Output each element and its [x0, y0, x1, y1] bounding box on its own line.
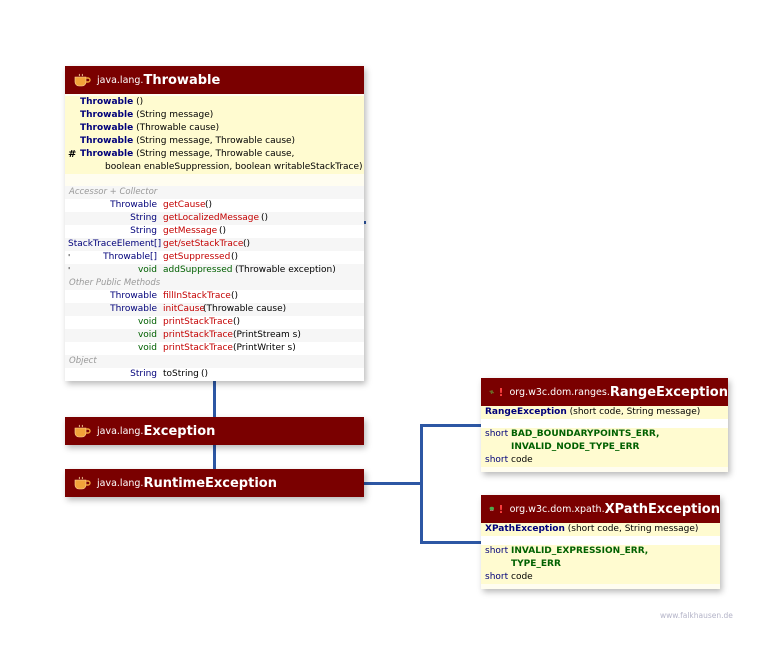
- range-exception-header: ! org.w3c.dom.ranges.RangeException: [481, 378, 728, 406]
- svg-text:xml: xml: [490, 510, 494, 512]
- section-object: Object: [65, 355, 364, 368]
- xpath-exception-header: xml ! org.w3c.dom.xpath.XPathException: [481, 495, 720, 523]
- connector-exception-runtime: [213, 445, 216, 469]
- connector-to-xpath: [420, 541, 482, 544]
- constant-row[interactable]: short INVALID_EXPRESSION_ERR,: [481, 545, 720, 558]
- method-row[interactable]: StackTraceElement[]get/setStackTrace(): [65, 238, 364, 251]
- runtime-exception-class-name[interactable]: RuntimeException: [143, 475, 277, 491]
- constant-row[interactable]: TYPE_ERR: [481, 558, 720, 571]
- constructor-row[interactable]: Throwable (Throwable cause): [65, 122, 364, 135]
- field-row[interactable]: short code: [481, 454, 728, 467]
- status-exclamation-icon: !: [498, 502, 504, 516]
- constructor-row[interactable]: XPathException (short code, String messa…: [481, 523, 720, 536]
- exception-package: java.lang.: [97, 425, 144, 437]
- java-cup-icon: [74, 73, 91, 87]
- range-exception-class-name[interactable]: RangeException: [609, 384, 728, 400]
- connector-vertical-bus: [420, 424, 423, 544]
- java-cup-icon: [74, 476, 91, 490]
- exception-class-name[interactable]: Exception: [143, 423, 216, 439]
- exception-class-box: java.lang.Exception: [65, 417, 364, 445]
- throwable-package: java.lang.: [97, 74, 144, 86]
- xpath-exception-class-name[interactable]: XPathException: [604, 501, 720, 517]
- constructor-row[interactable]: Throwable (String message): [65, 109, 364, 122]
- connector-runtime-stem: [364, 482, 422, 485]
- runtime-exception-class-box: java.lang.RuntimeException: [65, 469, 364, 497]
- runtime-exception-package: java.lang.: [97, 477, 144, 489]
- range-exception-class-box: ! org.w3c.dom.ranges.RangeException Rang…: [481, 378, 728, 472]
- range-exception-package: org.w3c.dom.ranges.: [509, 386, 610, 398]
- exception-header: java.lang.Exception: [65, 417, 364, 445]
- field-row[interactable]: short code: [481, 571, 720, 584]
- connector-side-tick: [363, 221, 366, 224]
- status-exclamation-icon: !: [498, 385, 504, 399]
- watermark-text: www.falkhausen.de: [660, 611, 733, 620]
- throwable-class-box: java.lang.Throwable Throwable () Throwab…: [65, 66, 364, 381]
- constant-row[interactable]: INVALID_NODE_TYPE_ERR: [481, 441, 728, 454]
- swap-arrows-icon: [489, 390, 494, 394]
- xpath-exception-class-box: xml ! org.w3c.dom.xpath.XPathException X…: [481, 495, 720, 589]
- section-accessor-collector: Accessor + Collector: [65, 186, 364, 199]
- throwable-constructors: Throwable () Throwable (String message) …: [65, 94, 364, 176]
- constructor-row-protected[interactable]: #Throwable (String message, Throwable ca…: [65, 148, 364, 161]
- connector-throwable-exception: [213, 381, 216, 417]
- method-row[interactable]: 'Throwable[]getSuppressed(): [65, 251, 364, 264]
- constant-row[interactable]: short BAD_BOUNDARYPOINTS_ERR,: [481, 428, 728, 441]
- java-cup-icon: [74, 424, 91, 438]
- constructor-row[interactable]: RangeException (short code, String messa…: [481, 406, 728, 419]
- connector-to-range: [420, 424, 482, 427]
- runtime-exception-header: java.lang.RuntimeException: [65, 469, 364, 497]
- constructor-row[interactable]: Throwable (): [65, 96, 364, 109]
- constructor-row[interactable]: Throwable (String message, Throwable cau…: [65, 135, 364, 148]
- throwable-header: java.lang.Throwable: [65, 66, 364, 94]
- xpath-exception-package: org.w3c.dom.xpath.: [509, 503, 605, 515]
- constructor-continuation: boolean enableSuppression, boolean writa…: [65, 161, 364, 174]
- section-other-public-methods: Other Public Methods: [65, 277, 364, 290]
- throwable-class-name[interactable]: Throwable: [143, 72, 221, 88]
- xml-leaf-icon: xml: [489, 506, 494, 512]
- protected-marker: #: [68, 149, 77, 160]
